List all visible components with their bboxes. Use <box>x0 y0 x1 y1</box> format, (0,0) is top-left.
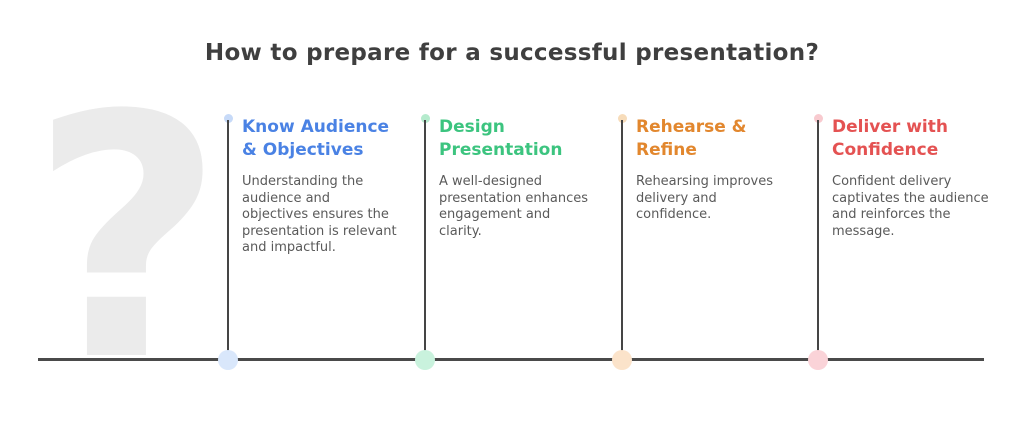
step-column-know-audience: Know Audience & Objectives Understanding… <box>218 110 412 385</box>
step-top-dot <box>223 113 233 123</box>
step-timeline-dot <box>415 350 435 370</box>
step-column-design-presentation: Design Presentation A well-designed pres… <box>415 110 609 385</box>
step-description: Rehearsing improves delivery and confide… <box>636 174 774 222</box>
step-description: Confident delivery captivates the audien… <box>832 174 989 239</box>
step-timeline-dot <box>218 350 238 370</box>
step-connector-line <box>621 120 623 360</box>
page-title: How to prepare for a successful presenta… <box>204 40 820 66</box>
step-top-dot <box>813 113 823 123</box>
step-connector-line <box>424 120 426 360</box>
step-top-dot <box>617 113 627 123</box>
question-mark-watermark: ? <box>30 45 225 435</box>
step-description: Understanding the audience and objective… <box>242 174 397 255</box>
step-description: A well-designed presentation enhances en… <box>439 174 589 239</box>
step-title: Know Audience & Objectives <box>242 117 390 160</box>
step-title: Deliver with Confidence <box>832 117 948 160</box>
step-column-deliver-confidence: Deliver with Confidence Confident delive… <box>808 110 1002 385</box>
step-top-dot <box>420 113 430 123</box>
step-timeline-dot <box>612 350 632 370</box>
step-connector-line <box>817 120 819 360</box>
timeline-line <box>38 358 984 361</box>
step-timeline-dot <box>808 350 828 370</box>
step-connector-line <box>227 120 229 360</box>
step-column-rehearse-refine: Rehearse & Refine Rehearsing improves de… <box>612 110 806 385</box>
step-title: Design Presentation <box>439 117 563 160</box>
step-title: Rehearse & Refine <box>636 117 747 160</box>
